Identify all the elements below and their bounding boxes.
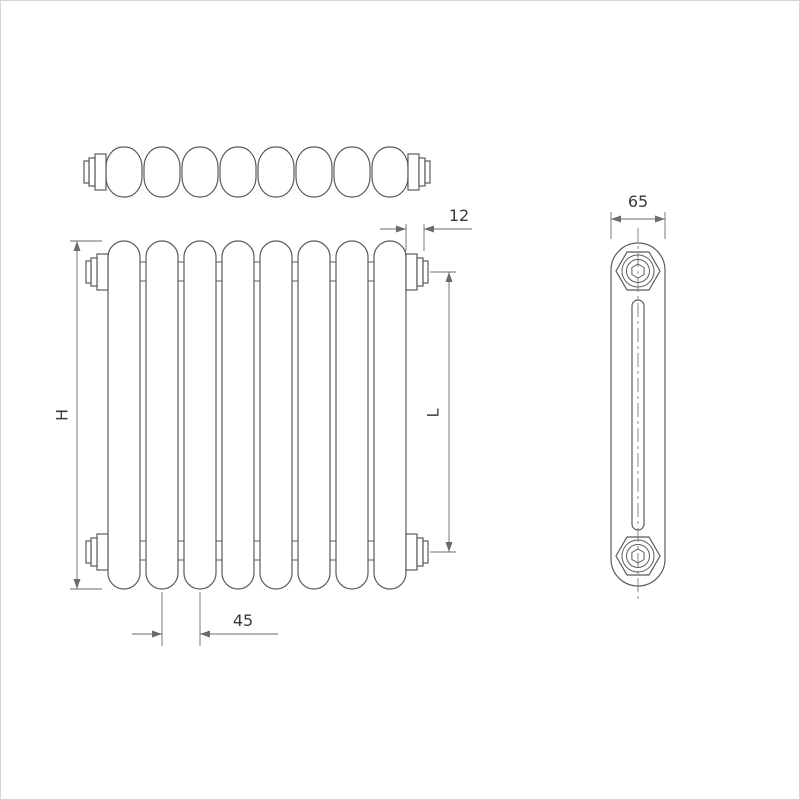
front-view xyxy=(85,240,429,590)
dimension-section-spacing-label: 45 xyxy=(233,611,253,630)
column-section-top xyxy=(181,146,219,198)
column-section-top xyxy=(295,146,333,198)
column-section-top xyxy=(371,146,409,198)
dimension-depth-label: 65 xyxy=(628,192,648,211)
dimension-axis-length-label: L xyxy=(424,408,443,417)
dimension-connection-offset-label: 12 xyxy=(449,206,469,225)
pipe-connection-right xyxy=(407,153,431,191)
column-section-top xyxy=(257,146,295,198)
column xyxy=(145,240,179,590)
dimension-section-spacing: 45 xyxy=(132,592,278,646)
column-section-top xyxy=(143,146,181,198)
column xyxy=(335,240,369,590)
side-view xyxy=(610,228,666,600)
column xyxy=(221,240,255,590)
dimension-connection-offset: 12 xyxy=(380,206,472,251)
dimension-depth: 65 xyxy=(610,192,666,239)
pipe-connection-top-right xyxy=(405,253,429,291)
column-section-top xyxy=(333,146,371,198)
column-section-top xyxy=(105,146,143,198)
pipe-connection-bottom-left xyxy=(85,533,109,571)
column xyxy=(183,240,217,590)
header-joints xyxy=(140,261,374,561)
top-view xyxy=(83,146,431,198)
pipe-connection-top-left xyxy=(85,253,109,291)
pipe-connection-left xyxy=(83,153,107,191)
pipe-connection-bottom-right xyxy=(405,533,429,571)
dimension-height-label: H xyxy=(53,409,72,421)
column xyxy=(259,240,293,590)
column xyxy=(297,240,331,590)
column xyxy=(373,240,407,590)
column-section-top xyxy=(219,146,257,198)
column xyxy=(107,240,141,590)
dimension-axis-length: L xyxy=(424,271,456,553)
dimension-height: H xyxy=(53,240,102,590)
